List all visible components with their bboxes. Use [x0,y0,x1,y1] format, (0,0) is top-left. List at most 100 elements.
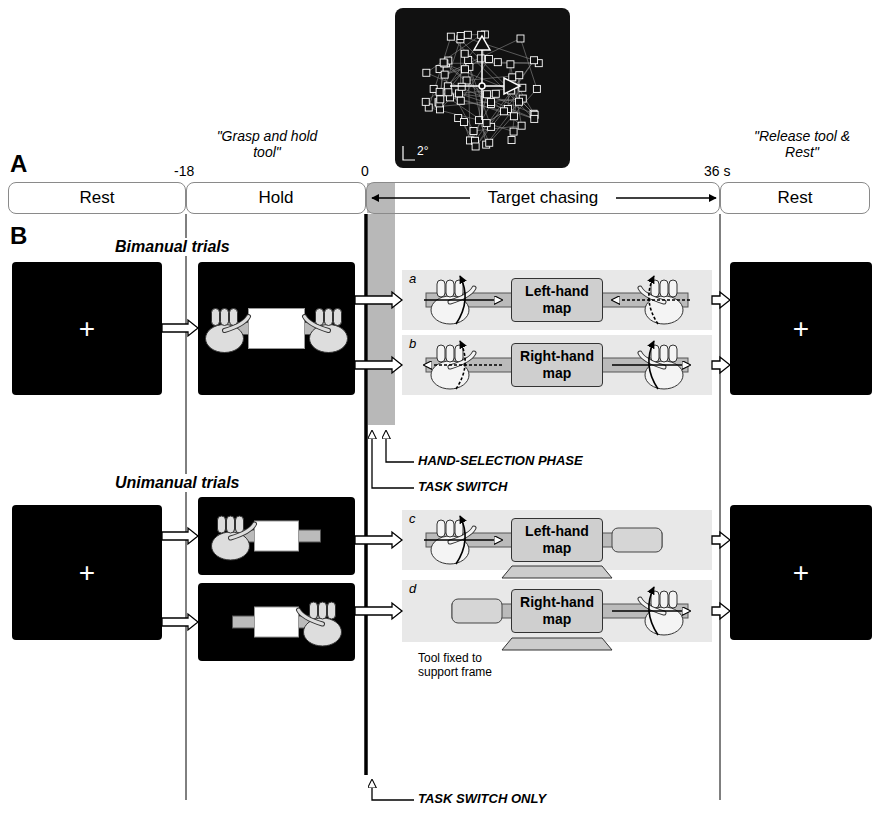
target-square [509,74,516,81]
finger [227,516,235,533]
thumb [305,317,329,331]
section-heading: Unimanual trials [112,474,242,492]
finger [236,516,244,533]
finger [651,345,659,362]
timeline-box: Rest [720,182,870,214]
fixation-screen: + [730,505,872,640]
trajectory-line [426,58,481,101]
finger [316,309,324,326]
direction-arrow [424,539,502,541]
finger [669,345,677,362]
target-square [531,57,538,64]
finger [660,280,668,297]
cursor-center [479,83,485,89]
duration-arrow [372,197,470,198]
target-square [445,89,452,96]
target-square [470,127,477,134]
target-square [441,60,448,67]
finger [212,309,220,326]
annotation-label: d [409,582,416,597]
target-square [464,31,471,38]
tool-end-cap [452,599,502,623]
target-square [457,97,464,104]
fixation-screen: + [12,262,162,395]
target-square [486,139,493,146]
target-square [516,72,523,79]
panel-ground [402,510,712,570]
thumb-fill [225,317,249,331]
phase-label: Hold [259,188,294,208]
finger [319,602,327,619]
target-square [457,32,464,39]
trajectory-line [475,60,534,141]
annotation-label: Tool fixed to support frame [418,652,503,680]
flow-arrow [712,532,730,548]
duration-arrow [616,197,716,198]
tool-panel: Right-hand map [402,580,712,642]
annotation-label: 0 [361,163,369,179]
direction-arrow [612,610,690,612]
phase-label: Target chasing [488,188,599,208]
support-frame [502,638,612,650]
finger [455,345,463,362]
finger [446,520,454,537]
finger [455,280,463,297]
fixation-cross: + [793,557,809,589]
trajectory-line [444,63,491,102]
finger [328,602,336,619]
rotation-arrow [649,587,658,635]
phase-divider [186,214,187,800]
tool-panel: Left-hand map [402,270,712,330]
target-square [510,113,517,120]
target-square [462,66,469,73]
trajectory-line [451,37,534,119]
flow-arrow [162,614,198,630]
tool-panel: Left-hand map [402,510,712,570]
annotation-pointer [372,431,414,488]
hand-drawing [640,345,683,389]
timeline-box: Hold [186,182,366,214]
hand-drawing [431,345,474,389]
thumb-fill [231,524,255,538]
hand-drawing [640,591,683,635]
target-square [488,99,495,106]
tool-illustration [402,510,712,578]
panel-ground [402,270,712,330]
target-square [492,90,499,97]
finger [651,280,659,297]
map-label: Left-hand map [511,518,603,562]
thumb [299,610,323,624]
tool-illustration [402,335,712,395]
flow-arrow [355,357,402,373]
flow-arrow [712,292,730,308]
annotation-label: c [409,512,416,527]
target-square [517,35,524,42]
finger [437,280,445,297]
panel-letter: B [10,222,27,250]
finger [455,520,463,537]
trajectory-line [486,102,519,145]
fixation-cross: + [79,313,95,345]
tool-panel: Right-hand map [402,335,712,395]
map-label: Right-hand map [511,343,603,387]
annotation-label: 36 s [704,163,730,179]
map-label: Left-hand map [511,278,603,322]
finger [660,591,668,608]
target-square [531,115,538,122]
section-heading: TASK SWITCH [418,480,507,495]
target-square [458,83,465,90]
finger [437,345,445,362]
hand-drawing [431,280,474,324]
stimulus-screen [395,8,570,168]
phase-label: Rest [80,188,115,208]
finger [446,345,454,362]
trajectory-line [426,73,534,119]
trajectory-line [444,63,511,90]
target-square [440,59,447,66]
section-heading: HAND-SELECTION PHASE [418,454,583,469]
finger [230,309,238,326]
rotation-arrow [456,341,465,389]
hand-drawing [212,516,255,560]
tool-body [255,521,299,551]
annotation-pointer [386,431,414,462]
